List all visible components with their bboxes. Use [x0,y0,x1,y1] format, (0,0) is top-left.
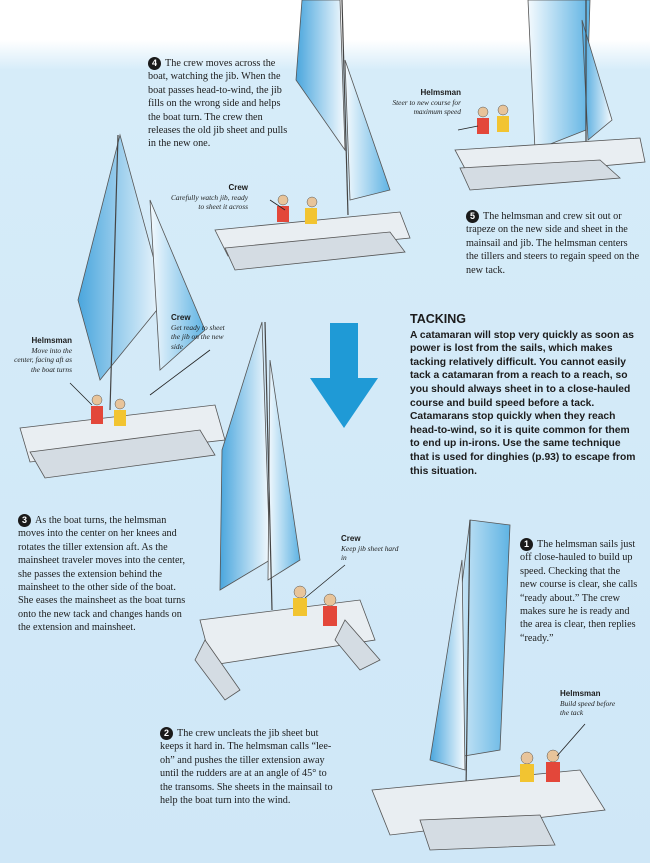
callout-note: Steer to new course for maximum speed [392,97,461,117]
step-number-4: 4 [148,57,161,70]
step-number-3: 3 [18,514,31,527]
step-2-text: The crew uncleats the jib sheet but keep… [160,728,333,807]
boat-step-2 [194,321,381,701]
section-heading: TACKING [410,312,467,326]
sequence-arrow [310,323,378,428]
intro-text: A catamaran will stop very quickly as so… [410,329,636,477]
step-4-text: The crew moves across the boat, watching… [148,58,288,150]
callout-crew-step-3: Crew Get ready to sheet the jib on the n… [171,313,233,351]
callout-crew-step-2: Crew Keep jib sheet hard in [341,534,401,563]
callout-crew-step-4: Crew Carefully watch jib, ready to sheet… [168,183,248,212]
callout-helmsman-step-5: Helmsman Steer to new course for maximum… [391,88,461,117]
callout-note: Carefully watch jib, ready to sheet it a… [170,192,248,212]
leader-lines [69,125,586,757]
step-number-1: 1 [520,538,533,551]
callout-role: Crew [228,183,248,192]
callout-note: Get ready to sheet the jib on the new si… [171,322,225,351]
step-1-text: The helmsman sails just off close-hauled… [520,539,638,644]
callout-role: Helmsman [560,689,601,698]
boat-step-5 [454,0,646,191]
boat-step-1 [371,519,606,851]
callout-note: Build speed before the tack [560,698,616,718]
step-number-5: 5 [466,210,479,223]
callout-note: Keep jib sheet hard in [341,543,399,563]
step-number-2: 2 [160,727,173,740]
boat-step-3 [19,133,226,479]
callout-helmsman-step-1: Helmsman Build speed before the tack [560,689,622,718]
callout-role: Helmsman [31,336,72,345]
callout-note: Move into the center, facing aft as the … [14,345,72,374]
callout-role: Crew [171,313,191,322]
boat-step-4 [214,0,411,271]
step-3-text: As the boat turns, the helmsman moves in… [18,515,186,634]
callout-role: Crew [341,534,361,543]
callout-helmsman-step-3: Helmsman Move into the center, facing af… [14,336,72,374]
callout-role: Helmsman [420,88,461,97]
step-5-text: The helmsman and crew sit out or trapeze… [466,211,640,276]
tacking-intro: TACKING A catamaran will stop very quick… [410,312,642,478]
